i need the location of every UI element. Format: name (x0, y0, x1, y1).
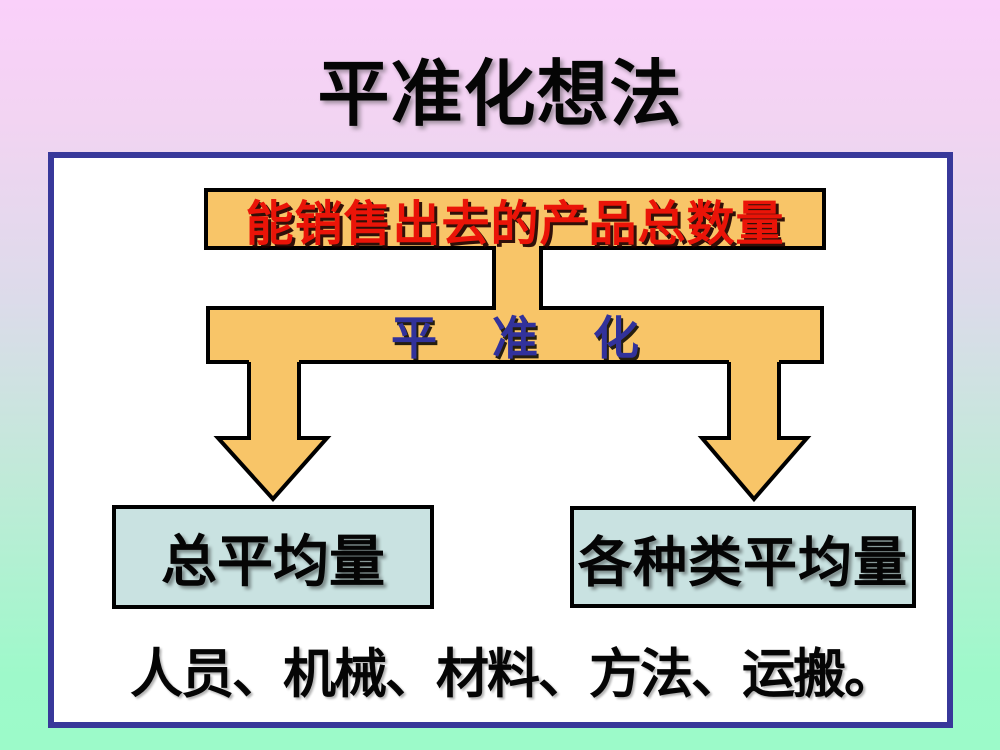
right-result-box: 各种类平均量 (570, 506, 916, 608)
left-result-label: 总平均量 (161, 529, 385, 595)
bottom-caption: 人员、机械、材料、方法、运搬。 (130, 644, 897, 705)
left-result-box: 总平均量 (112, 505, 434, 609)
middle-banner-text: 平准化 (391, 311, 694, 365)
right-result-label: 各种类平均量 (578, 530, 908, 594)
top-banner-label: 能销售出去的产品总数量 (245, 196, 785, 252)
middle-banner-label: 平准化 (206, 306, 824, 365)
slide-title: 平准化想法 (317, 51, 683, 136)
